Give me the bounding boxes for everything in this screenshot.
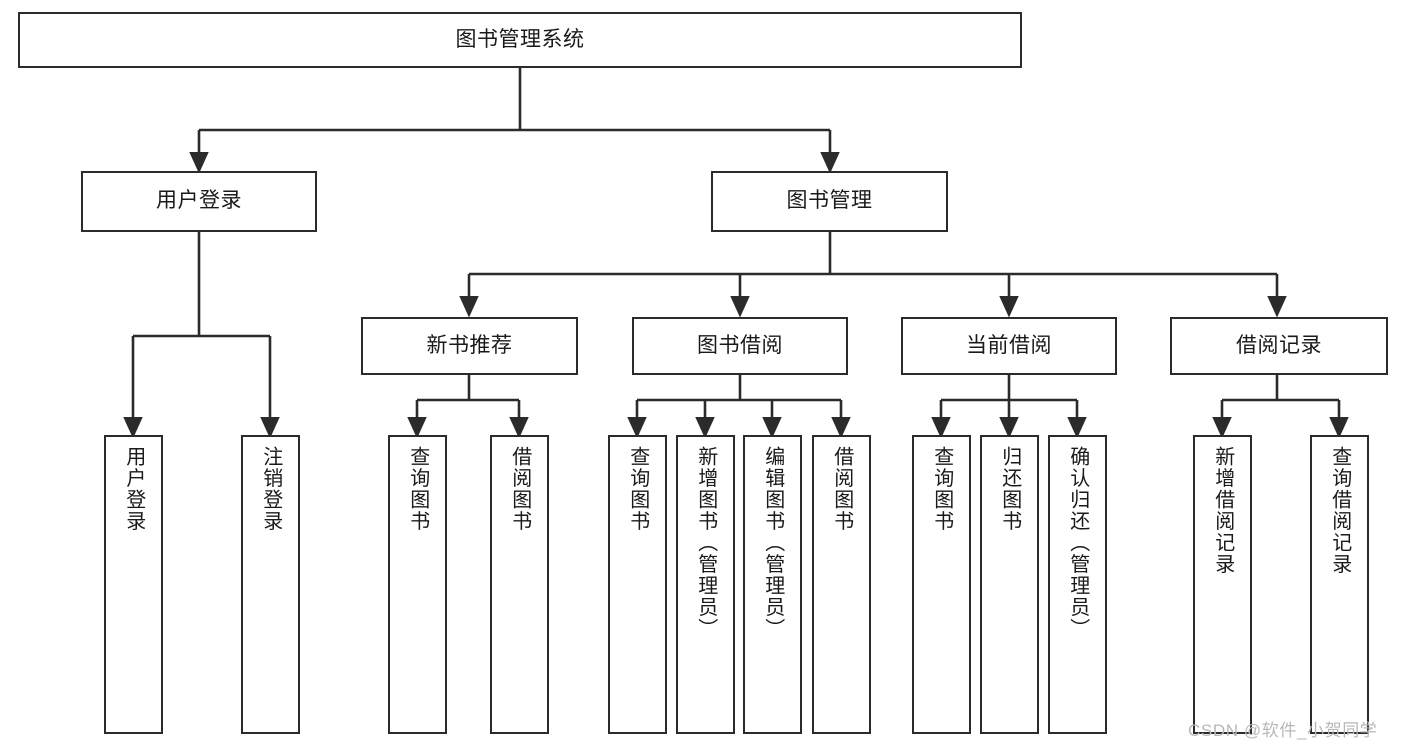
node-label: 注销登录	[259, 446, 282, 532]
leaf-current-return-book[interactable]: 归还图书	[980, 435, 1039, 734]
node-user-login[interactable]: 用户登录	[81, 171, 317, 232]
leaf-user-login-signin[interactable]: 用户登录	[104, 435, 163, 734]
node-label: 查询图书	[406, 446, 429, 532]
node-root-book-management-system[interactable]: 图书管理系统	[18, 12, 1022, 68]
leaf-new-book-borrow[interactable]: 借阅图书	[490, 435, 549, 734]
leaf-borrow-borrow-book[interactable]: 借阅图书	[812, 435, 871, 734]
node-label: 借阅图书	[830, 446, 853, 532]
node-label: 新书推荐	[426, 333, 513, 357]
node-label: 编辑图书（管理员）	[761, 446, 784, 640]
node-label: 用户登录	[156, 189, 242, 213]
node-new-book-recommend[interactable]: 新书推荐	[361, 317, 578, 375]
node-label: 当前借阅	[966, 333, 1052, 357]
node-current-borrow[interactable]: 当前借阅	[901, 317, 1117, 375]
leaf-new-book-query[interactable]: 查询图书	[388, 435, 447, 734]
node-label: 确认归还（管理员）	[1066, 446, 1089, 640]
node-label: 新增图书（管理员）	[694, 446, 717, 640]
node-book-management[interactable]: 图书管理	[711, 171, 948, 232]
node-label: 图书管理系统	[455, 27, 585, 51]
node-label: 借阅图书	[508, 446, 531, 532]
node-label: 用户登录	[122, 446, 145, 532]
node-label: 新增借阅记录	[1211, 446, 1234, 575]
node-label: 查询图书	[626, 446, 649, 532]
leaf-borrow-query-book[interactable]: 查询图书	[608, 435, 667, 734]
csdn-watermark: CSDN @软件_小贺同学	[1188, 721, 1378, 740]
node-label: 借阅记录	[1236, 333, 1322, 357]
leaf-record-add-borrow-record[interactable]: 新增借阅记录	[1193, 435, 1252, 734]
leaf-current-confirm-return-admin[interactable]: 确认归还（管理员）	[1048, 435, 1107, 734]
node-label: 归还图书	[998, 446, 1021, 532]
node-label: 图书管理	[786, 189, 873, 213]
leaf-record-query-borrow-record[interactable]: 查询借阅记录	[1310, 435, 1369, 734]
leaf-borrow-add-book-admin[interactable]: 新增图书（管理员）	[676, 435, 735, 734]
node-book-borrow[interactable]: 图书借阅	[632, 317, 848, 375]
node-label: 查询借阅记录	[1328, 446, 1351, 575]
node-label: 图书借阅	[697, 333, 783, 357]
node-borrow-record[interactable]: 借阅记录	[1170, 317, 1388, 375]
leaf-borrow-edit-book-admin[interactable]: 编辑图书（管理员）	[743, 435, 802, 734]
leaf-user-login-signout[interactable]: 注销登录	[241, 435, 300, 734]
node-label: 查询图书	[930, 446, 953, 532]
leaf-current-query-book[interactable]: 查询图书	[912, 435, 971, 734]
